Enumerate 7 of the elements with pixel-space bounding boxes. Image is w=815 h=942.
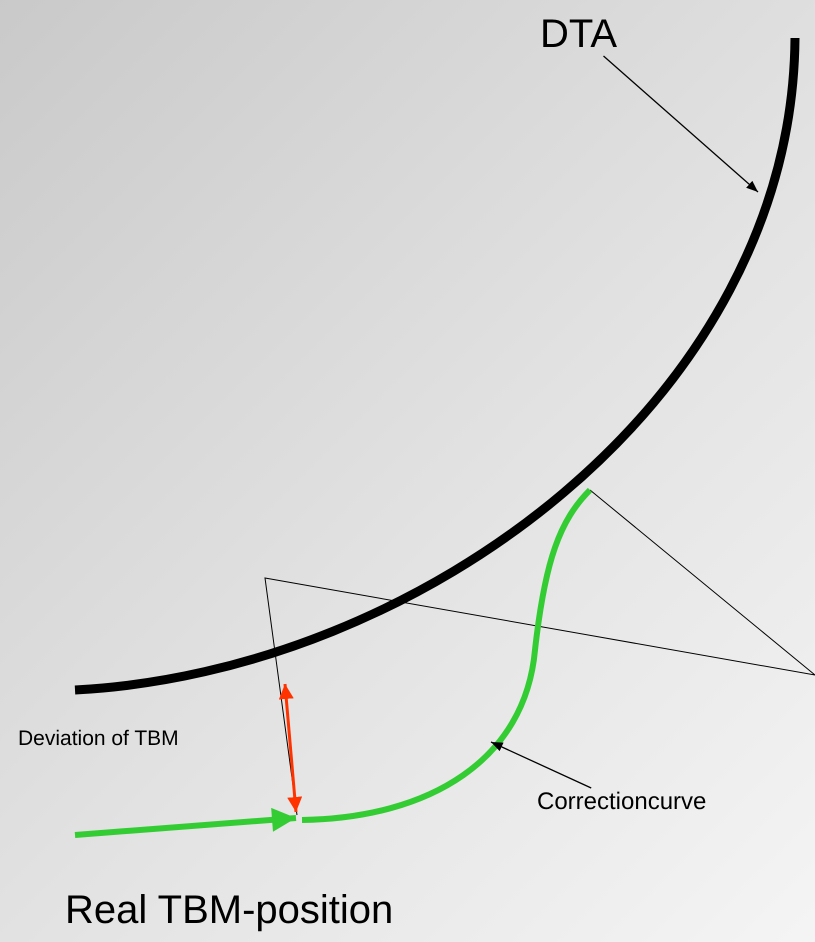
- leader-line: [490, 741, 592, 789]
- measure-label: Deviation of TBM: [18, 728, 179, 749]
- curve-label: DTA: [540, 14, 618, 54]
- leader-line: [603, 56, 758, 192]
- arrow: [74, 808, 296, 838]
- position-label: Real TBM-position: [65, 890, 394, 930]
- curve-label: Correctioncurve: [537, 790, 706, 814]
